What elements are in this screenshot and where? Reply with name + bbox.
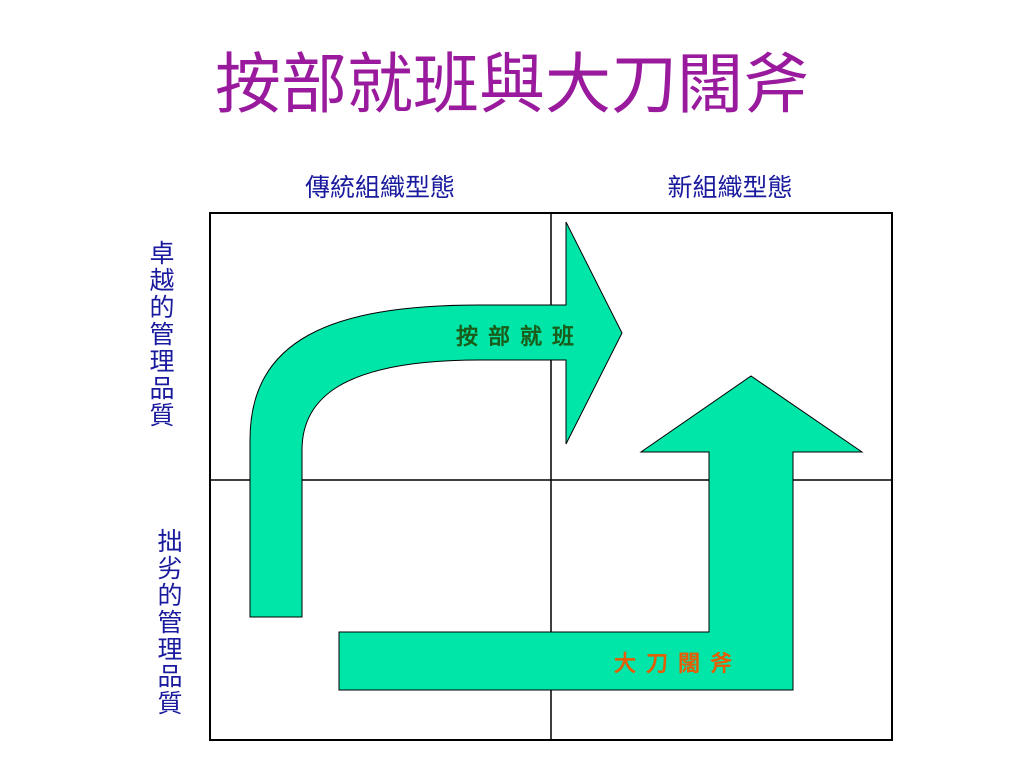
column-label-new: 新組織型態 [667,173,793,202]
lower-l-arrow [338,375,864,691]
row-label-excellent: 卓越的管理品質 [149,239,175,430]
slide-title: 按部就班與大刀闊斧 [215,46,809,123]
row-label-poor: 拙劣的管理品質 [157,527,183,718]
upper-arrow-label: 按部就班 [456,324,584,350]
lower-arrow-label: 大刀闊斧 [614,651,742,677]
upper-curved-arrow [249,221,623,618]
column-label-traditional: 傳統組織型態 [304,173,455,202]
